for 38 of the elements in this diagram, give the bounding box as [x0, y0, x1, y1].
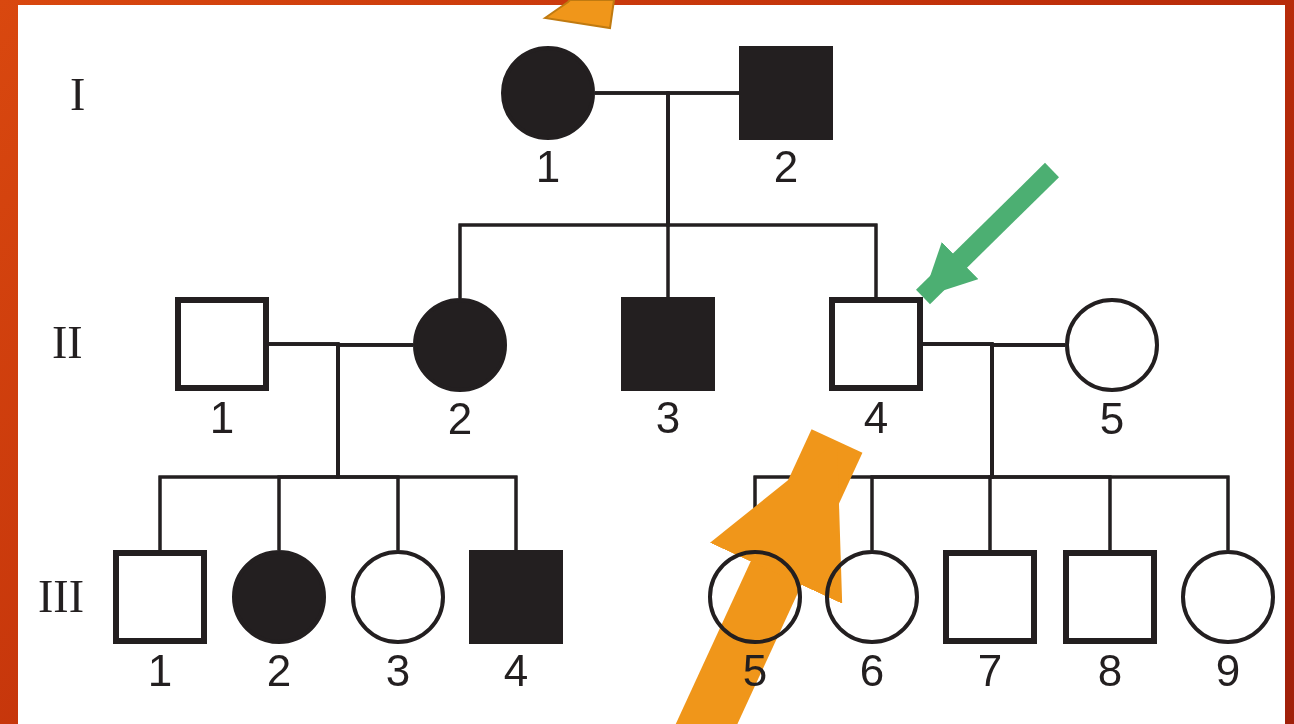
individual-number: 2 — [446, 394, 474, 444]
generation-label: III — [38, 572, 84, 622]
individual-number: 9 — [1214, 646, 1242, 696]
male-symbol — [943, 550, 1037, 644]
male-symbol — [113, 550, 207, 644]
female-symbol — [708, 550, 802, 644]
generation-label: II — [52, 318, 83, 368]
individual-number: 3 — [654, 393, 682, 443]
individual-number: 5 — [1098, 394, 1126, 444]
affected-female-symbol — [232, 550, 326, 644]
individual-number: 1 — [208, 393, 236, 443]
affected-male-symbol — [621, 297, 715, 391]
individual-number: 1 — [534, 142, 562, 192]
pointer-arrow — [915, 162, 1060, 305]
male-symbol — [829, 297, 923, 391]
individual-number: 7 — [976, 646, 1004, 696]
female-symbol — [351, 550, 445, 644]
individual-number: 8 — [1096, 646, 1124, 696]
individual-number: 1 — [146, 646, 174, 696]
pedigree-line — [336, 343, 518, 550]
individual-number: 6 — [858, 646, 886, 696]
individual-number: 4 — [862, 393, 890, 443]
affected-female-symbol — [501, 46, 595, 140]
pedigree-line — [990, 343, 1230, 550]
individual-number: 4 — [502, 646, 530, 696]
male-symbol — [175, 297, 269, 391]
affected-male-symbol — [469, 550, 563, 644]
pedigree-line — [666, 91, 878, 297]
female-symbol — [825, 550, 919, 644]
affected-male-symbol — [739, 46, 833, 140]
male-symbol — [1063, 550, 1157, 644]
individual-number: 2 — [772, 142, 800, 192]
affected-female-symbol — [413, 298, 507, 392]
female-symbol — [1065, 298, 1159, 392]
individual-number: 3 — [384, 646, 412, 696]
individual-number: 2 — [265, 646, 293, 696]
female-symbol — [1181, 550, 1275, 644]
generation-label: I — [70, 70, 86, 120]
